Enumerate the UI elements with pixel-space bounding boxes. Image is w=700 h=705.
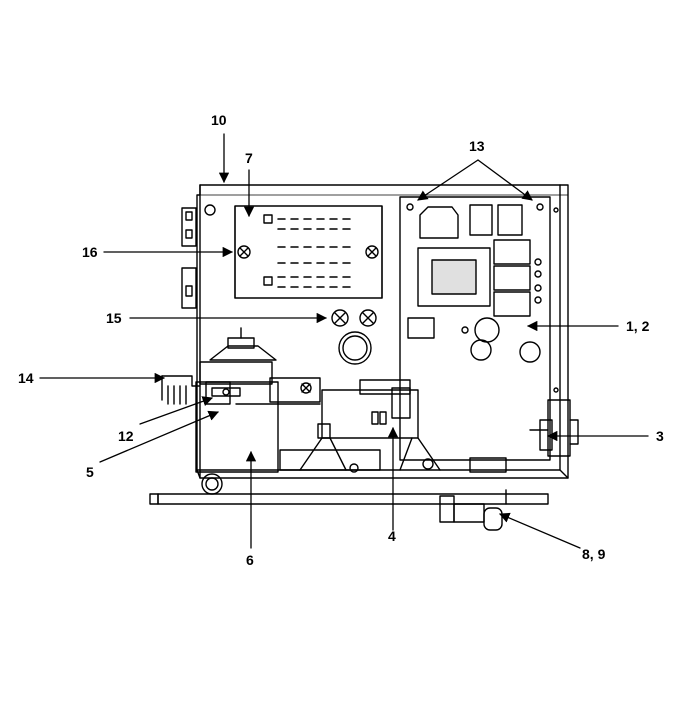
mounting-screws [331,309,377,327]
callout-4: 4 [388,528,396,544]
callout-14: 14 [18,370,34,386]
label-plate [234,205,383,299]
callout-3: 3 [656,428,664,444]
callout-10: 10 [211,112,227,128]
gas-valve-fitting [439,489,507,531]
left-side-bracket [181,204,216,309]
callout-12: 12 [118,428,134,444]
callout-13: 13 [469,138,485,154]
transducer [299,379,441,473]
actuator-assembly [161,327,321,495]
callout-5: 5 [86,464,94,480]
callout-15: 15 [106,310,122,326]
callout-7: 7 [245,150,253,166]
leader-lines [39,133,649,549]
knockout-hole [338,331,372,365]
circuit-board [399,196,551,461]
callout-8-9: 8, 9 [582,546,606,562]
callout-16: 16 [82,244,98,260]
callout-1-2: 1, 2 [626,318,650,334]
callout-6: 6 [246,552,254,568]
bottom-rod [149,449,549,505]
side-connector [529,399,579,457]
